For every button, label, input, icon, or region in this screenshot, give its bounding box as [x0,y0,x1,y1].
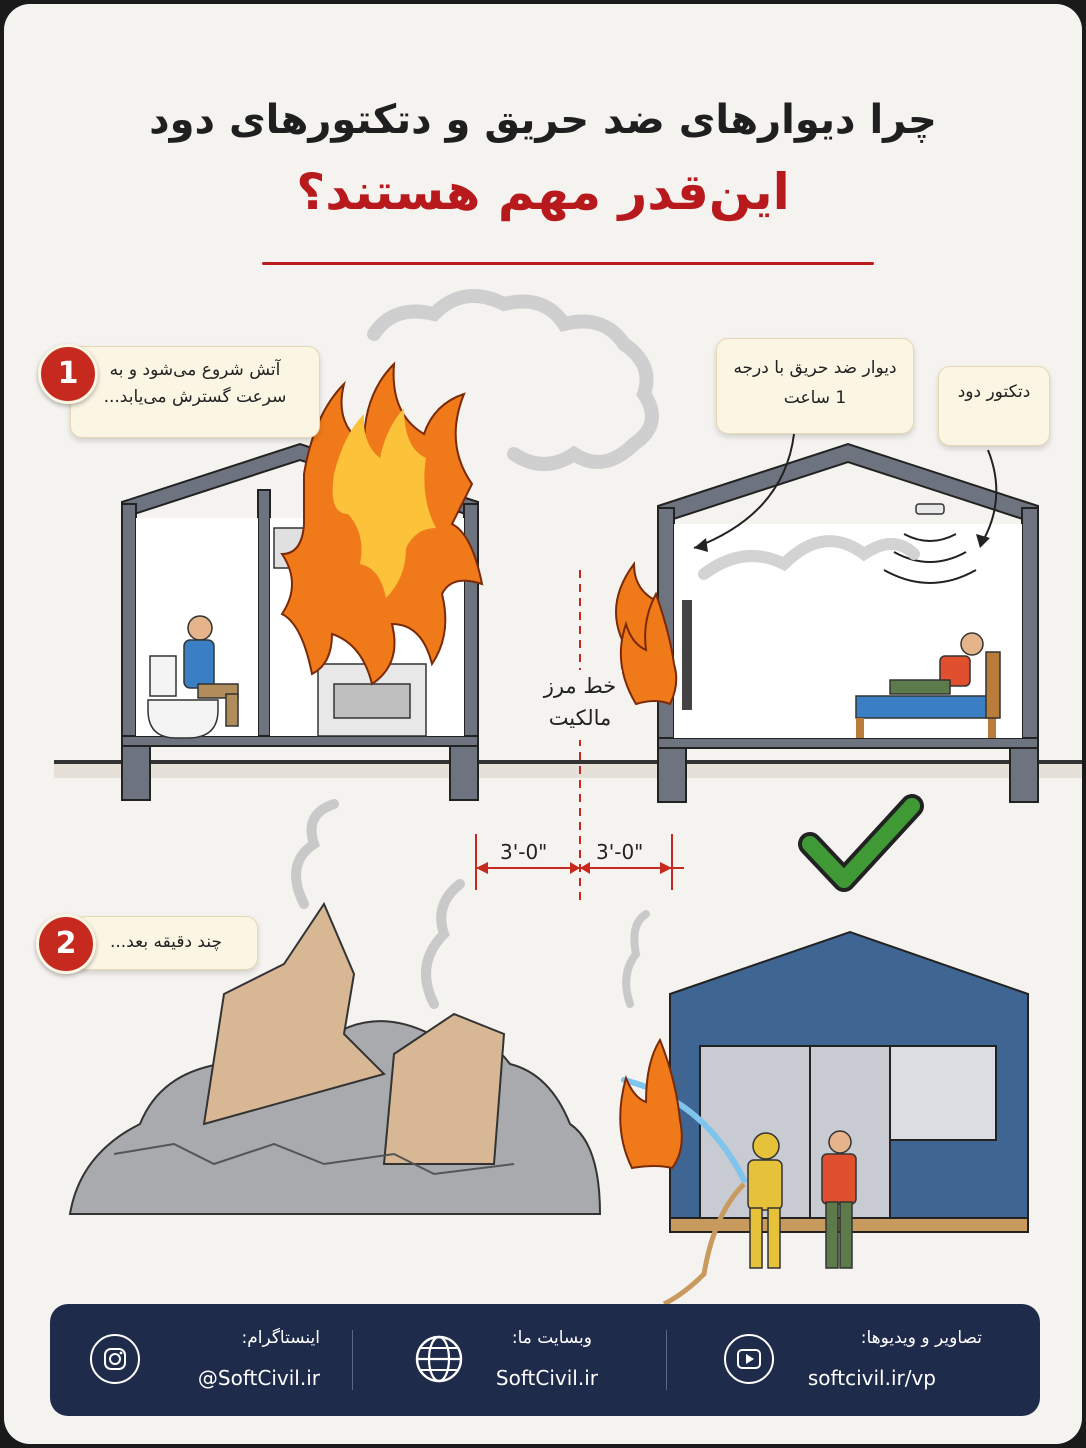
website-label: وبسایت ما: [511,1328,592,1348]
website-value[interactable]: SoftCivil.ir [495,1366,598,1390]
footer-divider-2 [666,1330,667,1390]
surviving-house [619,910,1029,1307]
step1-text: آتش شروع می‌شود و به سرعت گسترش می‌یابد.… [103,360,287,407]
footer-videos[interactable]: تصاویر و ویدیوها: softcivil.ir/vp [720,1304,1040,1416]
title-line-1: چرا دیوارهای ضد حریق و دتکتورهای دود [149,97,937,143]
footer-website[interactable]: وبسایت ما: SoftCivil.ir [408,1304,728,1416]
illustration [54,289,1082,1307]
videos-value[interactable]: softcivil.ir/vp [807,1366,936,1390]
dimension-right: 3'-0" [596,840,644,864]
property-line-label: خط مرز مالکیت [538,670,622,740]
videos-label: تصاویر و ویدیوها: [860,1328,982,1348]
dimension-left: 3'-0" [500,840,548,864]
ground [54,760,1082,778]
instagram-label: اینستاگرام: [241,1328,320,1348]
step2-text: چند دقیقه بعد... [110,932,222,952]
infographic-card: چرا دیوارهای ضد حریق و دتکتورهای دود این… [4,4,1082,1444]
smoke-detector-callout: دتکتور دود [938,366,1050,446]
instagram-value[interactable]: @SoftCivil.ir [197,1366,320,1390]
globe-icon [414,1334,464,1384]
footer-instagram[interactable]: اینستاگرام: @SoftCivil.ir [80,1304,400,1416]
step2-badge: 2 [36,914,96,974]
footer-divider-1 [352,1330,353,1390]
footer-bar: اینستاگرام: @SoftCivil.ir وبسایت ما: Sof… [50,1304,1040,1416]
instagram-icon [90,1334,140,1384]
firewall-text: دیوار ضد حریق با درجه 1 ساعت [733,358,897,408]
title-block: چرا دیوارهای ضد حریق و دتکتورهای دود این… [4,92,1082,228]
title-underline [262,262,874,265]
step1-badge: 1 [38,344,98,404]
smoke-detector-text: دتکتور دود [957,382,1031,402]
rubble-pile [68,799,602,1215]
protected-house [619,442,1039,803]
step1-note: آتش شروع می‌شود و به سرعت گسترش می‌یابد.… [70,346,320,438]
step2-note: چند دقیقه بعد... [74,916,258,970]
burning-house [121,289,673,801]
video-icon [724,1334,774,1384]
title-line-2: این‌قدر مهم هستند؟ [296,163,790,221]
firewall-callout: دیوار ضد حریق با درجه 1 ساعت [716,338,914,434]
property-line [475,570,684,900]
